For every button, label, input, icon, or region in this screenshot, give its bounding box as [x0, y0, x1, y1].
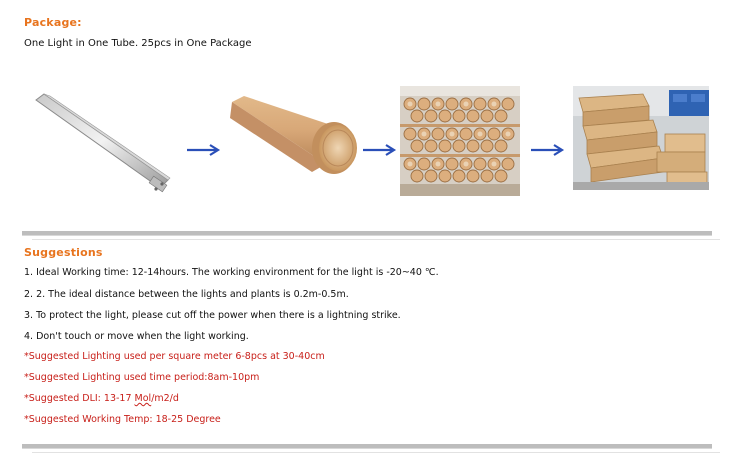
- dli-suffix: /m2/d: [151, 393, 179, 404]
- section-divider-shadow: [32, 239, 720, 240]
- suggestion-item: 2. 2. The ideal distance between the lig…: [24, 289, 349, 300]
- dli-unit-word: Mol: [134, 393, 152, 404]
- arrow-right-icon: [531, 144, 565, 156]
- temp-note: *Suggested Working Temp: 18-25 Degree: [24, 414, 221, 425]
- kraft-tube-image: [230, 96, 357, 174]
- dli-prefix: *Suggested DLI: 13-17: [24, 393, 135, 404]
- package-heading: Package:: [24, 16, 82, 29]
- suggestion-item: 1. Ideal Working time: 12-14hours. The w…: [24, 267, 439, 278]
- suggestion-item: 4. Don't touch or move when the light wo…: [24, 331, 249, 342]
- boxed-packages-image: [573, 86, 709, 190]
- suggestion-note: *Suggested Lighting used time period:8am…: [24, 372, 260, 383]
- arrow-right-icon: [363, 144, 397, 156]
- stacked-tubes-image: [400, 86, 520, 196]
- suggestion-note: *Suggested Lighting used per square mete…: [24, 351, 325, 362]
- suggestion-item: 3. To protect the light, please cut off …: [24, 310, 401, 321]
- section-divider: [22, 231, 712, 236]
- section-divider: [22, 444, 712, 449]
- suggestions-heading: Suggestions: [24, 246, 103, 259]
- section-divider-shadow: [32, 452, 720, 453]
- led-tube-light-image: [35, 93, 171, 193]
- arrow-right-icon: [187, 144, 221, 156]
- package-description: One Light in One Tube. 25pcs in One Pack…: [24, 38, 252, 49]
- dli-note: *Suggested DLI: 13-17 Mol/m2/d: [24, 393, 179, 404]
